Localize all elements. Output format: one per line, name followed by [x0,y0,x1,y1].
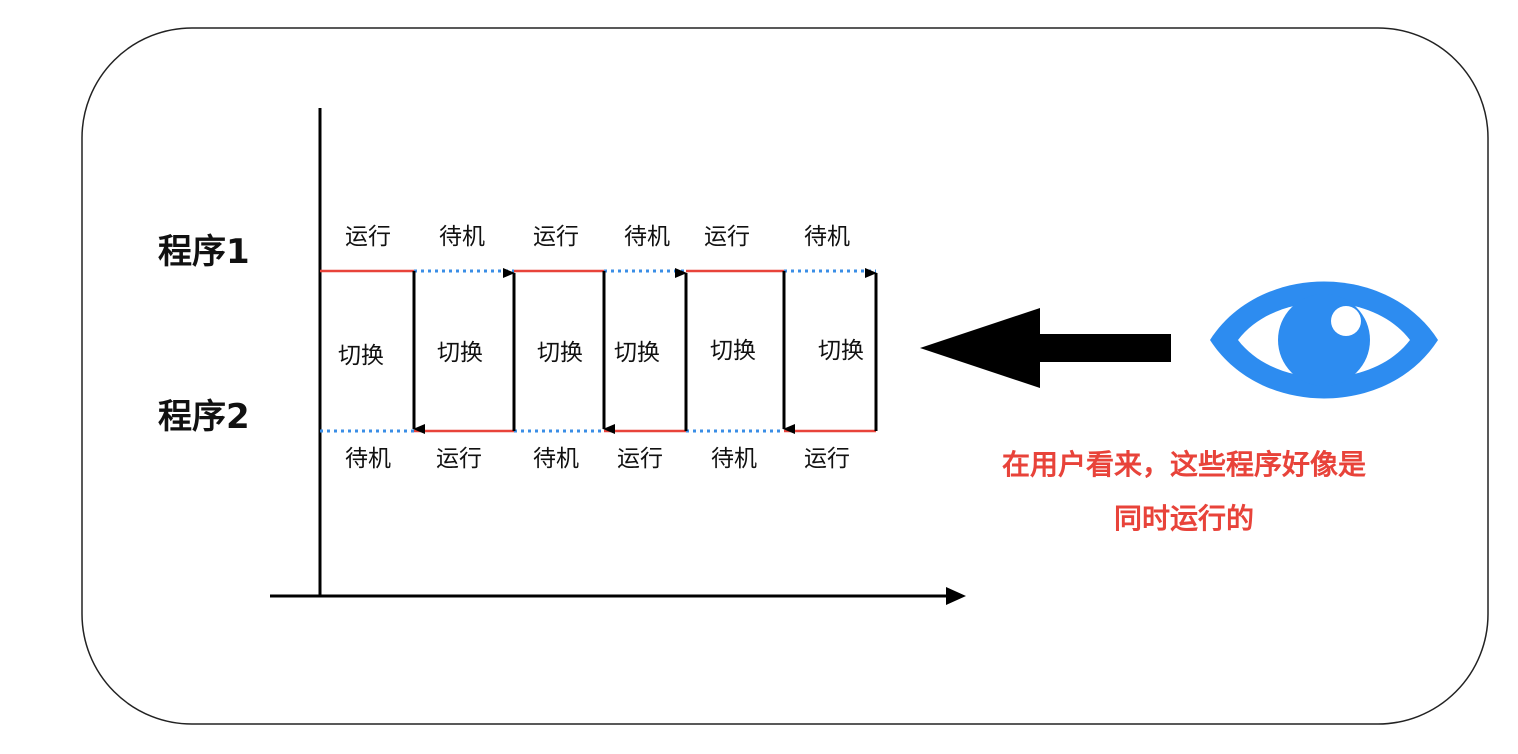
switch-labels: 切换 切换 切换 切换 切换 切换 [338,338,864,369]
switch-label: 切换 [710,338,756,364]
bottom-state-label: 运行 [436,446,482,472]
bottom-state-label: 运行 [804,446,850,472]
top-state-label: 待机 [439,224,485,250]
caption-line2: 同时运行的 [1114,502,1254,535]
top-state-label: 待机 [804,224,850,250]
bottom-state-label: 待机 [533,446,579,472]
switch-label: 切换 [437,340,483,366]
program1-label: 程序1 [158,232,250,272]
switch-label: 切换 [614,340,660,366]
x-axis-arrowhead [946,587,966,605]
bottom-state-label: 待机 [345,446,391,472]
caption-line1: 在用户看来，这些程序好像是 [1002,448,1366,481]
bottom-state-labels: 待机 运行 待机 运行 待机 运行 [345,446,850,472]
switch-arrows [412,268,878,434]
switch-label: 切换 [537,340,583,366]
top-state-label: 运行 [704,224,750,250]
arrow-left-icon [920,308,1171,388]
eye-icon [1210,281,1438,399]
switch-label: 切换 [338,343,384,369]
bottom-state-label: 待机 [711,446,757,472]
timeline-segments [320,269,876,433]
switch-label: 切换 [818,338,864,364]
top-state-label: 运行 [533,224,579,250]
top-state-labels: 运行 待机 运行 待机 运行 待机 [345,224,850,250]
top-state-label: 待机 [624,224,670,250]
bottom-state-label: 运行 [617,446,663,472]
top-state-label: 运行 [345,224,391,250]
program2-label: 程序2 [158,397,250,437]
outer-frame [81,27,1489,725]
